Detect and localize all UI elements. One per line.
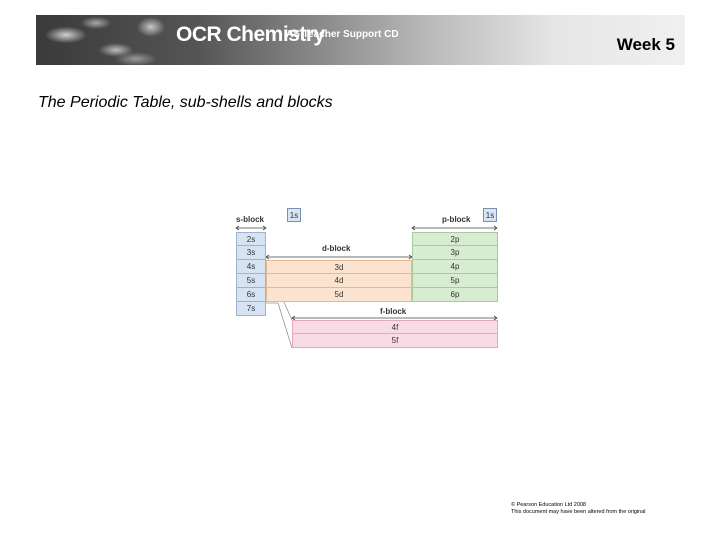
periodic-table-diagram: s-block p-block d-block f-block 1s 1s 2s… bbox=[232, 205, 502, 355]
d-cell-3d: 3d bbox=[266, 260, 412, 274]
brand-title: OCR Chemistry bbox=[176, 23, 325, 46]
disclaimer-line: This document may have been altered from… bbox=[511, 509, 646, 515]
p-cell-6p: 6p bbox=[412, 288, 498, 302]
s-cell-3s: 3s bbox=[236, 246, 266, 260]
s-cell-7s: 7s bbox=[236, 302, 266, 316]
s-cell-5s: 5s bbox=[236, 274, 266, 288]
brand-subtitle: AS Teacher Support CD bbox=[286, 29, 399, 40]
d-cell-5d: 5d bbox=[266, 288, 412, 302]
p-cell-3p: 3p bbox=[412, 246, 498, 260]
d-block-label: d-block bbox=[322, 244, 351, 253]
f-cell-4f: 4f bbox=[292, 320, 498, 334]
s-block-label: s-block bbox=[236, 215, 265, 224]
p-cell-2p: 2p bbox=[412, 232, 498, 246]
hydrogen-1s-box: 1s bbox=[287, 208, 301, 222]
banner-texture-image bbox=[36, 15, 176, 65]
f-block-label: f-block bbox=[380, 307, 407, 316]
s-cell-2s: 2s bbox=[236, 232, 266, 246]
s-cell-4s: 4s bbox=[236, 260, 266, 274]
header-banner: OCR Chemistry AS Teacher Support CD Week… bbox=[36, 15, 685, 65]
p-cell-4p: 4p bbox=[412, 260, 498, 274]
p-cell-5p: 5p bbox=[412, 274, 498, 288]
s-cell-6s: 6s bbox=[236, 288, 266, 302]
p-block-label: p-block bbox=[442, 215, 471, 224]
copyright-footer: © Pearson Education Ltd 2008 This docume… bbox=[511, 502, 646, 516]
f-cell-5f: 5f bbox=[292, 334, 498, 348]
week-label: Week 5 bbox=[616, 35, 675, 54]
slide-title: The Periodic Table, sub-shells and block… bbox=[38, 94, 333, 111]
d-cell-4d: 4d bbox=[266, 274, 412, 288]
helium-1s-box: 1s bbox=[483, 208, 497, 222]
copyright-line: © Pearson Education Ltd 2008 bbox=[511, 502, 586, 508]
